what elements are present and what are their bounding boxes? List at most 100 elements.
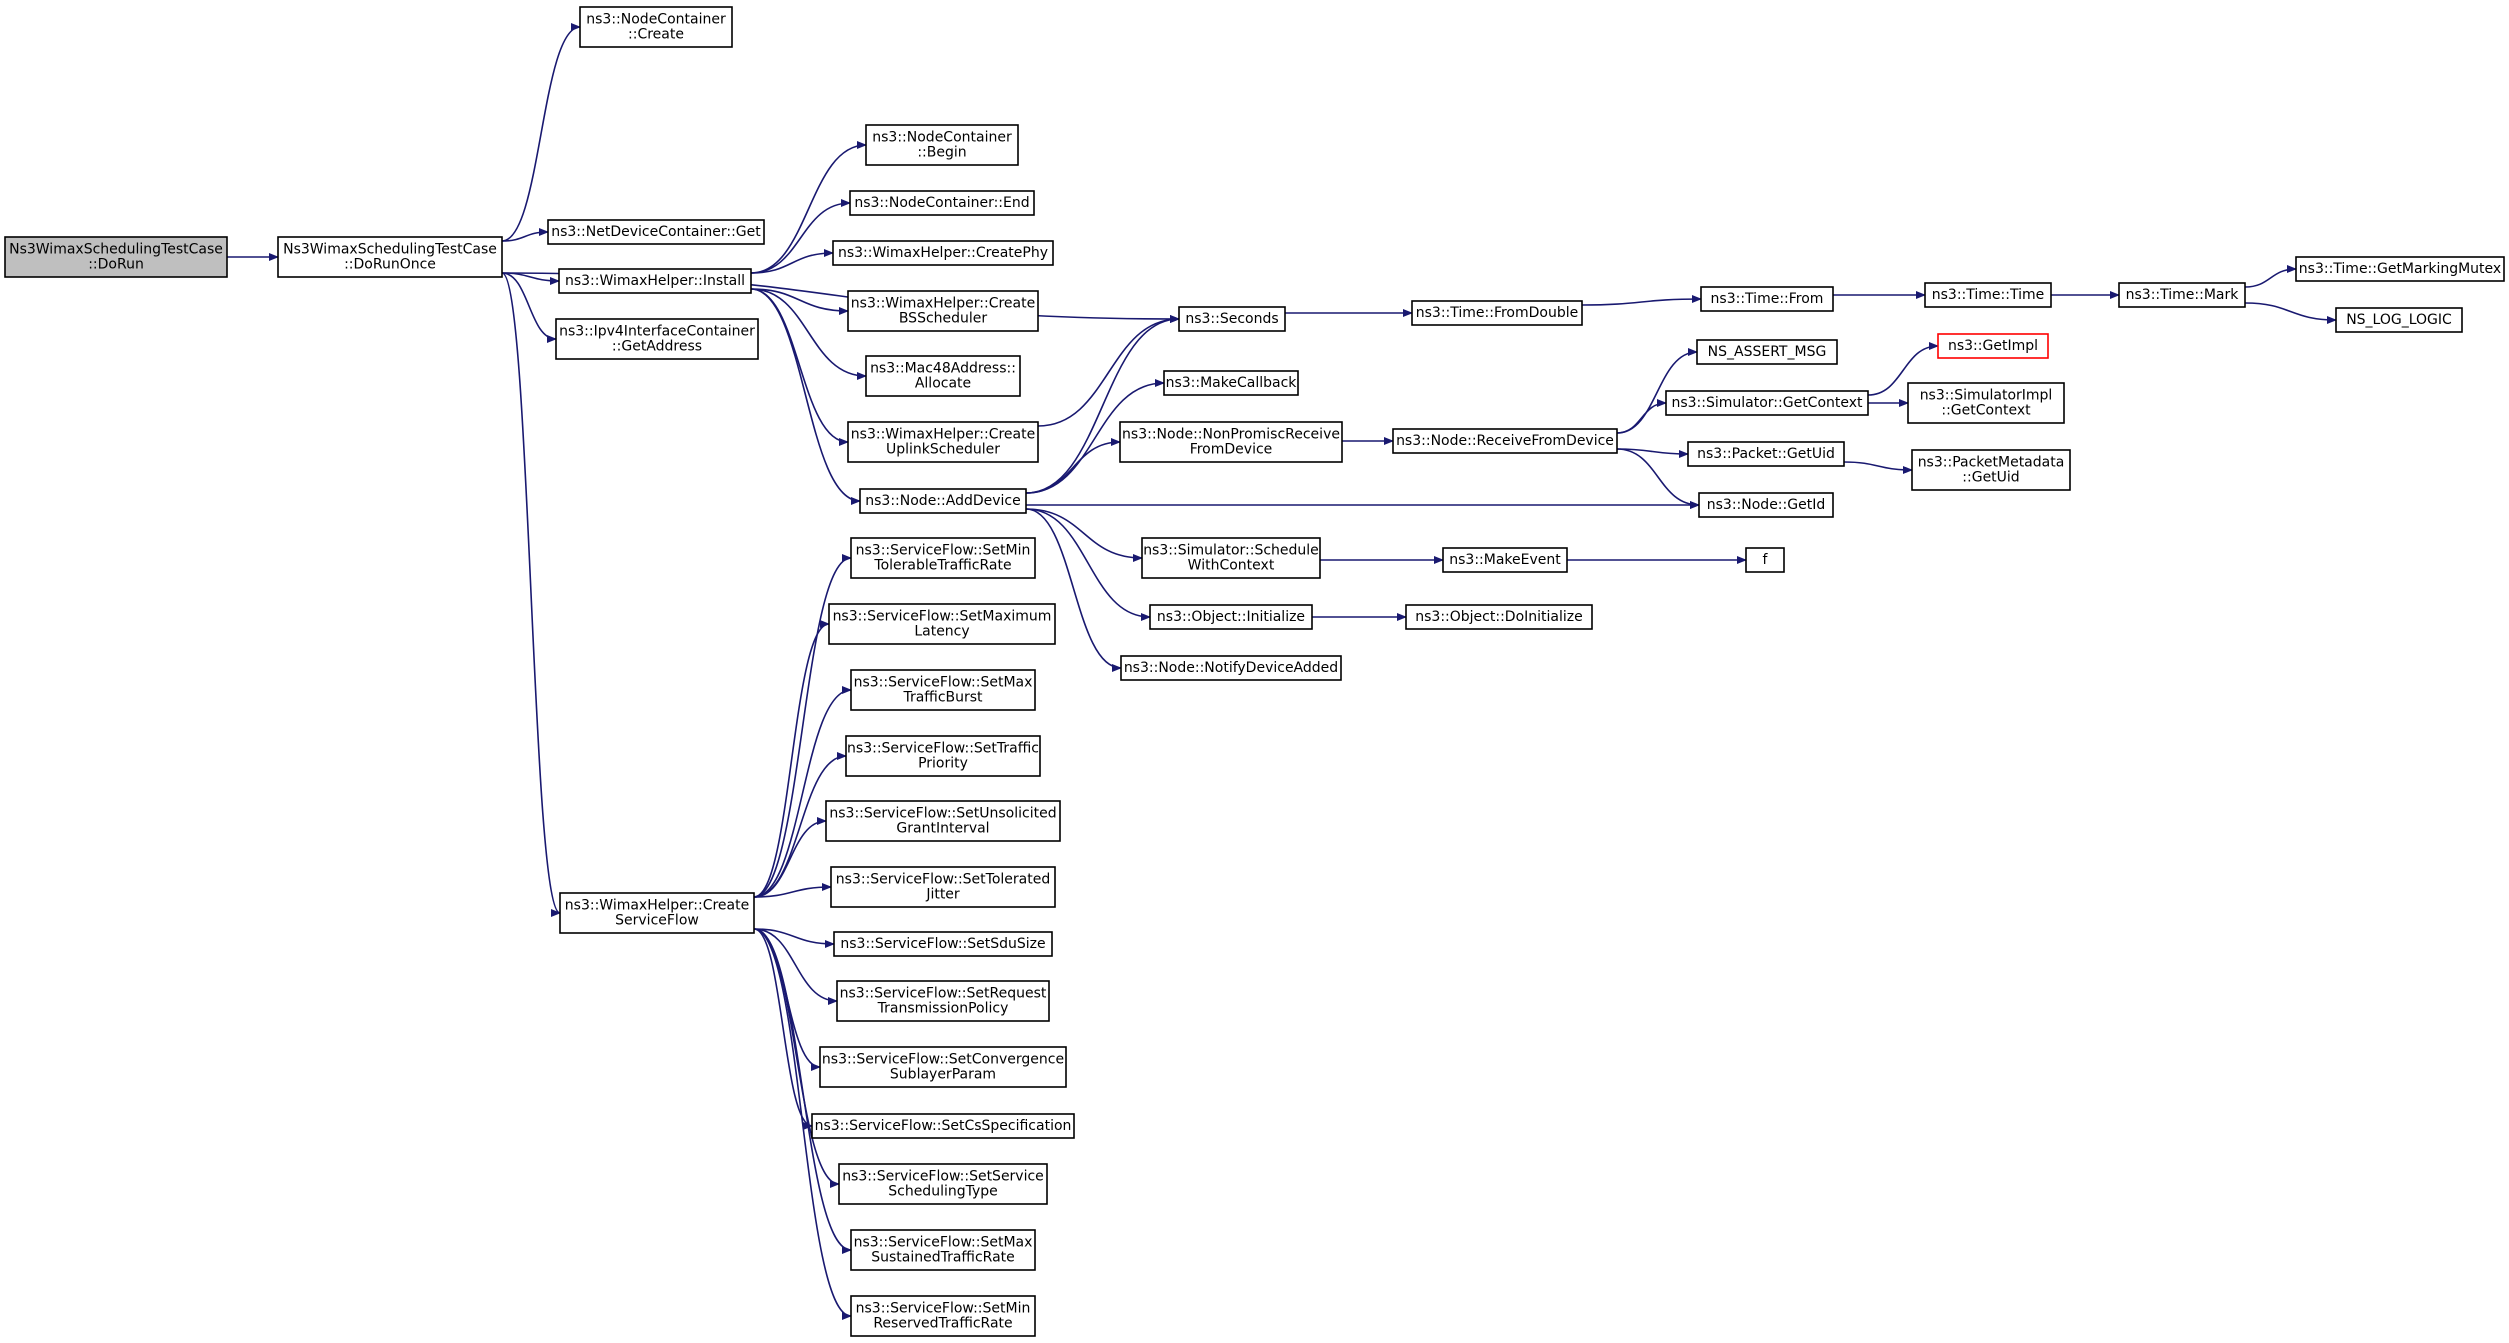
node-f[interactable]: f — [1745, 547, 1785, 573]
node-box — [1700, 286, 1834, 312]
node-node-getid[interactable]: ns3::Node::GetId — [1698, 492, 1834, 518]
edge-wh-create-sf-to-sf-setmaxlat — [753, 620, 830, 898]
node-ipv4-getaddr[interactable]: ns3::Ipv4InterfaceContainer::GetAddress — [555, 318, 759, 360]
node-label: ns3::MakeEvent — [1449, 552, 1561, 568]
node-sf-setmaxsust[interactable]: ns3::ServiceFlow::SetMaxSustainedTraffic… — [850, 1229, 1036, 1271]
edge-packet-getuid-to-pktmeta-getuid — [1843, 461, 1913, 474]
node-box — [579, 6, 733, 48]
node-box — [1119, 421, 1343, 463]
node-label: SublayerParam — [890, 1067, 996, 1083]
node-wh-install[interactable]: ns3::WimaxHelper::Install — [558, 268, 752, 294]
node-label: ns3::Node::NotifyDeviceAdded — [1124, 660, 1338, 676]
node-sf-setconv[interactable]: ns3::ServiceFlow::SetConvergenceSublayer… — [819, 1046, 1067, 1088]
node-label: ::GetAddress — [612, 339, 702, 355]
node-makecallback[interactable]: ns3::MakeCallback — [1163, 370, 1299, 396]
edge-doruncnce-to-ipv4-getaddr — [501, 272, 557, 343]
node-sim-getcontext[interactable]: ns3::Simulator::GetContext — [1665, 390, 1869, 416]
node-simimpl-getcontext[interactable]: ns3::SimulatorImpl::GetContext — [1907, 382, 2065, 424]
node-box — [1141, 537, 1321, 579]
node-ns-log-logic[interactable]: NS_LOG_LOGIC — [2335, 307, 2463, 333]
node-box — [2295, 256, 2505, 282]
edge-wh-create-sf-to-sf-setminres — [753, 928, 852, 1320]
node-node-notify[interactable]: ns3::Node::NotifyDeviceAdded — [1120, 655, 1342, 681]
node-pktmeta-getuid[interactable]: ns3::PacketMetadata::GetUid — [1911, 449, 2071, 491]
edge-wh-create-sf-to-sf-setugi — [753, 817, 827, 898]
node-sf-setminres[interactable]: ns3::ServiceFlow::SetMinReservedTrafficR… — [850, 1295, 1036, 1337]
node-time-mark[interactable]: ns3::Time::Mark — [2118, 282, 2246, 308]
node-sf-setsdu[interactable]: ns3::ServiceFlow::SetSduSize — [833, 931, 1053, 957]
edge-node-recvfromdev-to-packet-getuid — [1616, 448, 1689, 458]
edge-time-fromdouble-to-time-from — [1581, 295, 1702, 306]
node-dorun[interactable]: Ns3WimaxSchedulingTestCase::DoRun — [4, 236, 228, 278]
edge-wh-install-to-nc-begin — [750, 141, 867, 274]
node-box — [850, 669, 1036, 711]
node-node-adddev[interactable]: ns3::Node::AddDevice — [859, 488, 1027, 514]
node-obj-init[interactable]: ns3::Object::Initialize — [1149, 604, 1313, 630]
node-node-recvfromdev[interactable]: ns3::Node::ReceiveFromDevice — [1392, 428, 1618, 454]
node-nc-begin[interactable]: ns3::NodeContainer::Begin — [865, 124, 1019, 166]
node-box — [1392, 428, 1618, 454]
node-ns-assert-msg[interactable]: NS_ASSERT_MSG — [1696, 339, 1838, 365]
node-sf-setcs[interactable]: ns3::ServiceFlow::SetCsSpecification — [811, 1113, 1075, 1139]
node-sf-setsched[interactable]: ns3::ServiceFlow::SetServiceSchedulingTy… — [838, 1163, 1048, 1205]
node-label: ns3::ServiceFlow::SetMin — [856, 543, 1031, 559]
node-label: FromDevice — [1190, 442, 1273, 458]
node-doruncnce[interactable]: Ns3WimaxSchedulingTestCase::DoRunOnce — [277, 236, 503, 278]
node-wh-createphy[interactable]: ns3::WimaxHelper::CreatePhy — [832, 240, 1054, 266]
node-getimpl[interactable]: ns3::GetImpl — [1937, 333, 2049, 359]
node-time-fromdouble[interactable]: ns3::Time::FromDouble — [1411, 300, 1583, 326]
node-label: ns3::Packet::GetUid — [1697, 446, 1835, 462]
node-label: ns3::WimaxHelper::Create — [565, 898, 749, 914]
node-sf-setugi[interactable]: ns3::ServiceFlow::SetUnsolicitedGrantInt… — [825, 800, 1061, 842]
edge-node-adddev-to-node-nonpromisc — [1025, 438, 1121, 494]
edge-wh-create-sf-to-sf-setjitter — [753, 883, 832, 898]
node-box — [555, 318, 759, 360]
node-ndc-get[interactable]: ns3::NetDeviceContainer::Get — [547, 219, 765, 245]
node-label: ns3::Node::AddDevice — [865, 493, 1020, 509]
edge-wh-install-to-nc-end — [750, 199, 851, 274]
node-mac48-alloc[interactable]: ns3::Mac48Address::Allocate — [865, 355, 1021, 397]
node-time-getmutex[interactable]: ns3::Time::GetMarkingMutex — [2295, 256, 2505, 282]
node-sf-setreqtx[interactable]: ns3::ServiceFlow::SetRequestTransmission… — [836, 980, 1050, 1022]
node-time-time[interactable]: ns3::Time::Time — [1924, 282, 2052, 308]
node-label: ns3::NodeContainer — [586, 12, 726, 28]
node-box — [1907, 382, 2065, 424]
node-label: NS_LOG_LOGIC — [2346, 312, 2452, 328]
node-label: ServiceFlow — [615, 913, 699, 929]
node-label: ns3::Simulator::Schedule — [1143, 543, 1319, 559]
node-sf-setmintol[interactable]: ns3::ServiceFlow::SetMinTolerableTraffic… — [850, 537, 1036, 579]
node-makeevent[interactable]: ns3::MakeEvent — [1442, 547, 1568, 573]
node-nc-end[interactable]: ns3::NodeContainer::End — [849, 190, 1035, 216]
node-label: ::GetUid — [1962, 470, 2019, 486]
edge-doruncnce-to-wh-create-sf — [501, 272, 561, 917]
node-box — [1696, 339, 1838, 365]
node-label: TolerableTrafficRate — [873, 558, 1011, 574]
node-box — [1665, 390, 1869, 416]
node-label: ns3::WimaxHelper::Install — [565, 273, 745, 289]
node-seconds[interactable]: ns3::Seconds — [1178, 306, 1286, 332]
node-obj-doinit[interactable]: ns3::Object::DoInitialize — [1405, 604, 1593, 630]
node-nc-create[interactable]: ns3::NodeContainer::Create — [579, 6, 733, 48]
node-box — [277, 236, 503, 278]
node-box — [1149, 604, 1313, 630]
node-box — [833, 931, 1053, 957]
node-box — [850, 1295, 1036, 1337]
edge-wh-install-to-node-adddev — [750, 288, 861, 505]
node-label: ns3::NodeContainer — [872, 130, 1012, 146]
node-time-from[interactable]: ns3::Time::From — [1700, 286, 1834, 312]
node-label: ns3::WimaxHelper::Create — [851, 296, 1035, 312]
node-box — [1924, 282, 2052, 308]
edge-doruncnce-to-wh-install — [501, 272, 560, 285]
edge-node-adddev-to-node-notify — [1025, 508, 1122, 672]
node-packet-getuid[interactable]: ns3::Packet::GetUid — [1687, 441, 1845, 467]
